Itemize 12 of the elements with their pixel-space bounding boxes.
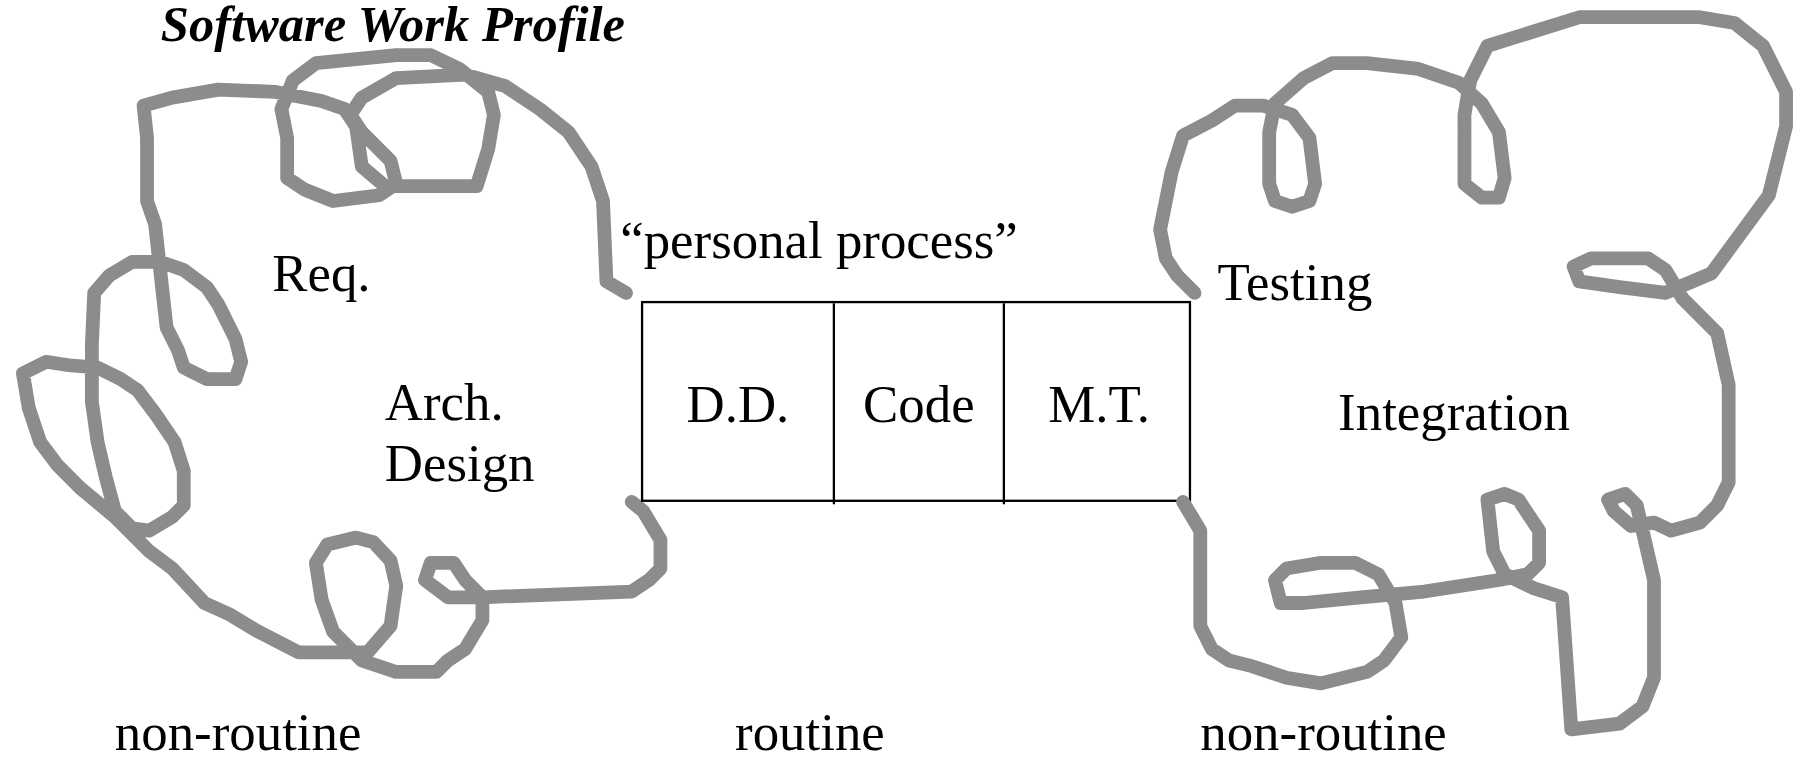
- cloud-label: Arch. Design: [384, 373, 536, 495]
- category-label: routine: [735, 702, 885, 764]
- cloud-label: Testing: [1217, 252, 1374, 314]
- process-cell: M.T.: [1002, 303, 1194, 505]
- process-cell: D.D.: [643, 303, 833, 505]
- category-label: non-routine: [114, 702, 362, 764]
- box-heading: “personal process”: [620, 211, 1018, 272]
- process-cell: Code: [832, 303, 1003, 505]
- category-label: non-routine: [1200, 702, 1447, 764]
- diagram-title: Software Work Profile: [160, 0, 626, 54]
- cloud-label: Integration: [1338, 382, 1568, 444]
- cloud-label: Req.: [272, 243, 372, 305]
